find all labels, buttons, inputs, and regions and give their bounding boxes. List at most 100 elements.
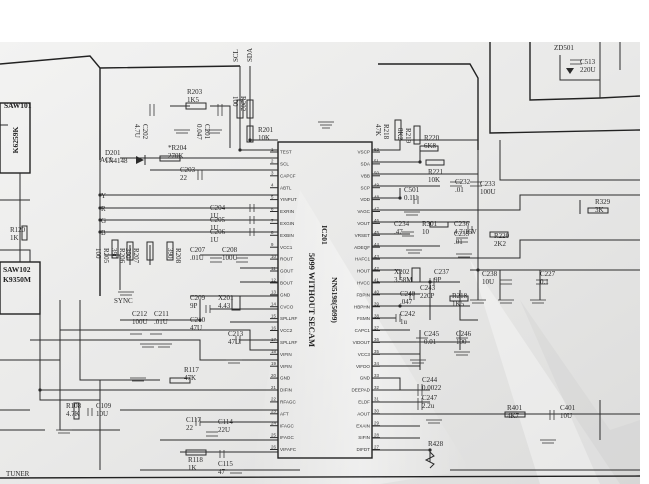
component-value: 0.01 — [424, 338, 437, 346]
component-ref: R203 — [187, 88, 203, 96]
ic-right-pins: VSCP52SDA51VBB50SCP49VDD48VAGC47VOUT46VR… — [351, 147, 380, 452]
component-value: 1U — [210, 236, 219, 244]
component-value: 10U — [96, 410, 108, 418]
ic-pin-number: 24 — [271, 421, 276, 426]
component-value: .01 — [454, 238, 463, 246]
component-ref: R108 — [66, 402, 82, 410]
component-ref: C234 — [394, 220, 410, 228]
ic-pin-name: EXAIN — [356, 423, 370, 428]
ic-pin-name: VBB — [361, 173, 370, 178]
ic-pin-name: VCC1 — [280, 245, 293, 250]
ic-pin-name: SIFIN — [358, 435, 370, 440]
net-sync: SYNC — [114, 297, 133, 305]
ic-left-pins: TEST1SCL2CAPCF3ABTL4YINPUT5EXRIN6EXGIN7E… — [270, 147, 298, 452]
board-outline — [0, 42, 641, 479]
ic-pin-name: VIDOUT — [353, 340, 371, 345]
component-ref: C235 — [454, 230, 470, 238]
ic-pin-number: 41 — [374, 278, 379, 283]
ic-pin-name: HVCC — [357, 281, 371, 286]
saw101-part: K6259K — [11, 127, 20, 154]
ic-pin-name: DIFIN — [280, 388, 292, 393]
component-ref: C203 — [180, 166, 196, 174]
ic-pin-name: IFAGC — [280, 423, 294, 428]
ic-pin-name: GND — [280, 376, 291, 381]
ic-pin-name: VCC3 — [358, 352, 371, 357]
component-ref: C243 — [420, 284, 436, 292]
component-label: ZD501 — [554, 44, 574, 52]
ic-pin-name: SPLLRF — [280, 340, 298, 345]
component-value: 1K — [188, 464, 197, 472]
ic-pin-number: 40 — [374, 290, 379, 295]
component-ref: C233 — [480, 180, 496, 188]
component-ref: C210 — [190, 316, 206, 324]
ic-pin-number: 33 — [374, 373, 379, 378]
ic-pin-number: 19 — [271, 361, 276, 366]
ic-pin-name: ROUT — [280, 257, 293, 262]
component-value: 47K — [374, 124, 382, 136]
ic-pin-number: 49 — [374, 183, 379, 188]
ic-pin-number: 32 — [374, 385, 379, 390]
component-value: 8K2 — [396, 128, 404, 141]
ic-pin-number: 44 — [374, 242, 379, 247]
component-ref: C207 — [190, 246, 206, 254]
component-ref: R202 — [239, 96, 247, 112]
component-ref: C212 — [132, 310, 148, 318]
ic-pin-number: 9 — [271, 242, 274, 247]
component-ref: C227 — [540, 270, 556, 278]
ic-pin-number: 34 — [374, 361, 379, 366]
saw102-part: K9350M — [3, 275, 31, 284]
ic-pin-number: 26 — [271, 444, 276, 449]
ic-pin-name: VIFIN — [280, 364, 292, 369]
component-label: C235.01 — [454, 230, 470, 246]
ic-pin-name: VOUT — [357, 221, 370, 226]
component-ref: R220 — [424, 134, 440, 142]
ic-pin-number: 38 — [374, 313, 379, 318]
ic-pin-name: VAGC — [357, 209, 370, 214]
ic-pin-number: 45 — [374, 230, 379, 235]
component-ref: C109 — [96, 402, 112, 410]
component-value: 0.0022 — [422, 384, 442, 392]
ic-pin-number: 12 — [271, 278, 276, 283]
component-value: 0.047 — [195, 124, 203, 140]
ic-pin-name: ELDF — [358, 400, 370, 405]
component-ref: R118 — [188, 456, 203, 464]
ic-pin-number: 43 — [374, 254, 379, 259]
ic-pin-name: HAFC1 — [355, 257, 371, 262]
component-label: C240.047 — [400, 290, 416, 306]
ic-pin-name: HOUT — [357, 269, 370, 274]
component-ref: R205 — [102, 248, 110, 264]
component-ref: C205 — [210, 216, 226, 224]
ic-pin-name: EXGIN — [280, 221, 294, 226]
component-value: 9P — [190, 302, 198, 310]
component-ref: R221 — [428, 168, 444, 176]
component-ref: C501 — [404, 186, 420, 194]
ic-pin-name: VRSET — [355, 233, 371, 238]
ic-pin-number: 46 — [374, 218, 379, 223]
net-y: Y — [101, 192, 106, 200]
ic-pin-number: 1 — [271, 147, 274, 152]
ic-pin-number: 6 — [271, 206, 274, 211]
ic-pin-number: 7 — [271, 218, 274, 223]
component-value: 1K5 — [452, 300, 465, 308]
component-value: 3.58M — [394, 276, 413, 284]
component-label: C207.01U — [190, 246, 206, 262]
component-value: 4.7K — [66, 410, 80, 418]
component-ref: R120 — [10, 226, 26, 234]
component-value: 10K — [258, 134, 270, 142]
